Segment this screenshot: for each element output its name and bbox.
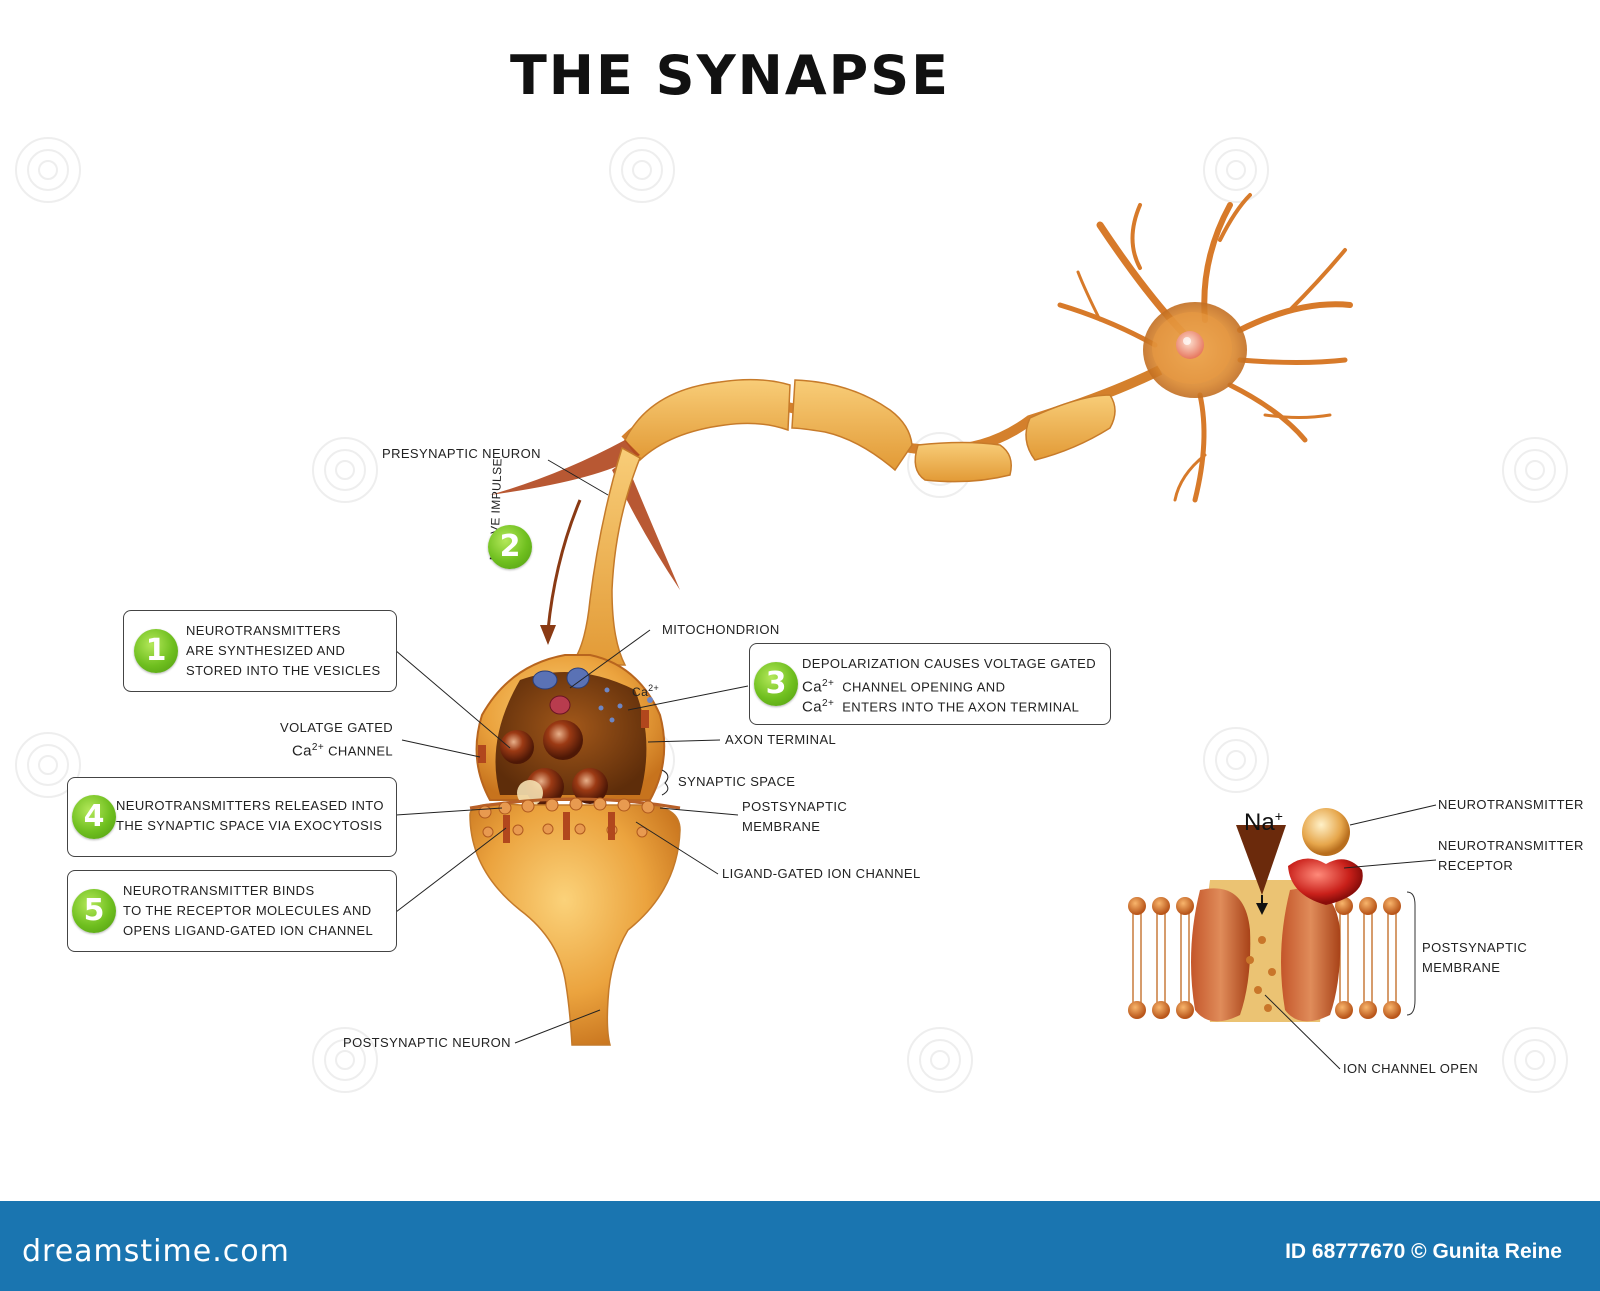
step-1-line1: NEUROTRANSMITTERS bbox=[186, 623, 341, 638]
myelin-sheaths bbox=[624, 378, 1116, 483]
label-postsynaptic-membrane-line1: POSTSYNAPTIC bbox=[742, 799, 848, 814]
step-5-badge: 5 bbox=[72, 889, 116, 933]
label-postsynaptic-neuron: POSTSYNAPTIC NEURON bbox=[343, 1035, 511, 1050]
label-mitochondrion: MITOCHONDRION bbox=[662, 622, 780, 637]
page-title: THE SYNAPSE bbox=[509, 44, 951, 107]
leader-lines bbox=[394, 459, 749, 1044]
dendrites bbox=[1057, 193, 1353, 503]
label-ligand-gated-ion-channel: LIGAND-GATED ION CHANNEL bbox=[722, 866, 921, 881]
label-inset-membrane-line2: MEMBRANE bbox=[1422, 960, 1501, 975]
step-3-box: 3 DEPOLARIZATION CAUSES VOLTAGE GATED Ca… bbox=[749, 643, 1111, 725]
inset-leader-lines bbox=[1264, 804, 1437, 1070]
step-5-line2: TO THE RECEPTOR MOLECULES AND bbox=[123, 903, 372, 918]
footer-credit: ID 68777670 © Gunita Reine bbox=[1285, 1240, 1562, 1263]
label-postsynaptic-membrane: POSTSYNAPTIC MEMBRANE bbox=[742, 797, 847, 837]
axon-terminal bbox=[475, 654, 666, 806]
cell-body bbox=[1143, 302, 1247, 398]
presynaptic-branches bbox=[490, 440, 680, 590]
label-receptor-line2: RECEPTOR bbox=[1438, 858, 1514, 873]
step-5-line1: NEUROTRANSMITTER BINDS bbox=[123, 883, 315, 898]
label-voltage-gated-channel: VOLATGE GATED Ca2+ CHANNEL bbox=[280, 718, 393, 761]
footer-brand-logo[interactable]: dreamstime.com bbox=[22, 1234, 290, 1269]
label-postsynaptic-membrane-line2: MEMBRANE bbox=[742, 819, 821, 834]
label-ca-ion: Ca2+ bbox=[632, 683, 660, 699]
step-4-line1: NEUROTRANSMITTERS RELEASED INTO bbox=[116, 798, 384, 813]
nerve-impulse-arrow bbox=[546, 499, 582, 631]
step-1-line2: ARE SYNTHESIZED AND bbox=[186, 643, 346, 658]
label-neurotransmitter: NEUROTRANSMITTER bbox=[1438, 797, 1584, 812]
step-1-badge: 1 bbox=[134, 629, 178, 673]
step-3-line2: Ca2+ CHANNEL OPENING AND bbox=[802, 678, 1006, 696]
postsynaptic-neuron bbox=[469, 797, 681, 1046]
step-1-line3: STORED INTO THE VESICLES bbox=[186, 663, 381, 678]
label-inset-postsynaptic-membrane: POSTSYNAPTIC MEMBRANE bbox=[1422, 938, 1527, 978]
step-5-line3: OPENS LIGAND-GATED ION CHANNEL bbox=[123, 923, 374, 938]
axon-descending bbox=[568, 446, 641, 666]
label-voltage-gated-line2: Ca2+ CHANNEL bbox=[291, 742, 394, 760]
label-ion-channel-open: ION CHANNEL OPEN bbox=[1343, 1061, 1479, 1076]
label-synaptic-space: SYNAPTIC SPACE bbox=[678, 774, 796, 789]
step-4-line2: THE SYNAPTIC SPACE VIA EXOCYTOSIS bbox=[116, 818, 383, 833]
label-na-ion: Na+ bbox=[1244, 808, 1283, 836]
step-3-line3: Ca2+ ENTERS INTO THE AXON TERMINAL bbox=[802, 698, 1080, 716]
label-neurotransmitter-receptor: NEUROTRANSMITTER RECEPTOR bbox=[1438, 836, 1584, 876]
footer-bar bbox=[0, 1201, 1600, 1291]
step-4-box: 4 NEUROTRANSMITTERS RELEASED INTO THE SY… bbox=[67, 777, 397, 857]
label-axon-terminal: AXON TERMINAL bbox=[725, 732, 837, 747]
step-3-badge: 3 bbox=[754, 662, 798, 706]
ion-channel-inset bbox=[1128, 808, 1416, 1022]
step-4-badge: 4 bbox=[72, 795, 116, 839]
step-2-badge: 2 bbox=[488, 525, 532, 569]
step-1-box: 1 NEUROTRANSMITTERS ARE SYNTHESIZED AND … bbox=[123, 610, 397, 692]
step-5-box: 5 NEUROTRANSMITTER BINDS TO THE RECEPTOR… bbox=[67, 870, 397, 952]
label-presynaptic-neuron: PRESYNAPTIC NEURON bbox=[382, 446, 541, 461]
step-3-line1: DEPOLARIZATION CAUSES VOLTAGE GATED bbox=[802, 656, 1097, 671]
label-inset-membrane-line1: POSTSYNAPTIC bbox=[1422, 940, 1528, 955]
label-receptor-line1: NEUROTRANSMITTER bbox=[1438, 838, 1584, 853]
label-voltage-gated-line1: VOLATGE GATED bbox=[280, 720, 394, 735]
